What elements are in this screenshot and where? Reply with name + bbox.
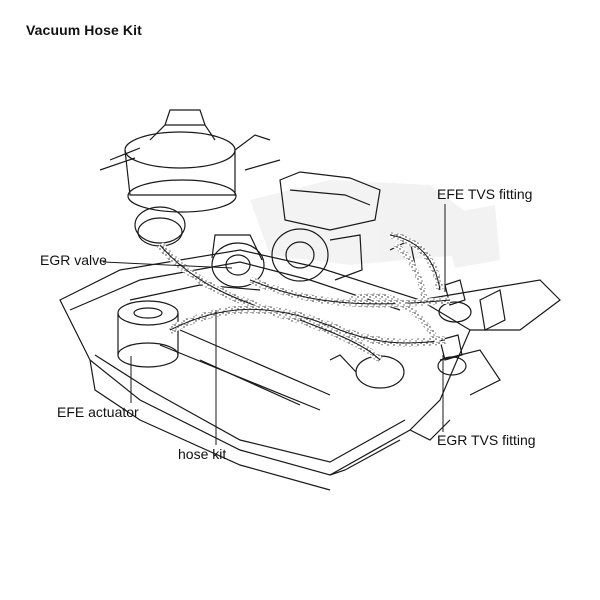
distributor bbox=[99, 109, 281, 247]
label-efe-actuator: EFE actuator bbox=[57, 404, 139, 420]
diagram-title: Vacuum Hose Kit bbox=[26, 22, 142, 38]
engine-block bbox=[59, 249, 561, 491]
label-hose-kit: hose kit bbox=[178, 446, 227, 462]
tvs-fittings bbox=[329, 279, 506, 389]
vacuum-hoses bbox=[156, 231, 451, 363]
label-egr-tvs-fitting: EGR TVS fitting bbox=[437, 432, 536, 448]
leader-egr-valve bbox=[102, 261, 233, 269]
carburetor bbox=[211, 171, 416, 288]
label-efe-tvs-fitting: EFE TVS fitting bbox=[437, 186, 533, 202]
leader-lines bbox=[102, 204, 446, 445]
label-egr-valve: EGR valve bbox=[40, 252, 107, 268]
efe-actuator-canister bbox=[117, 300, 179, 368]
